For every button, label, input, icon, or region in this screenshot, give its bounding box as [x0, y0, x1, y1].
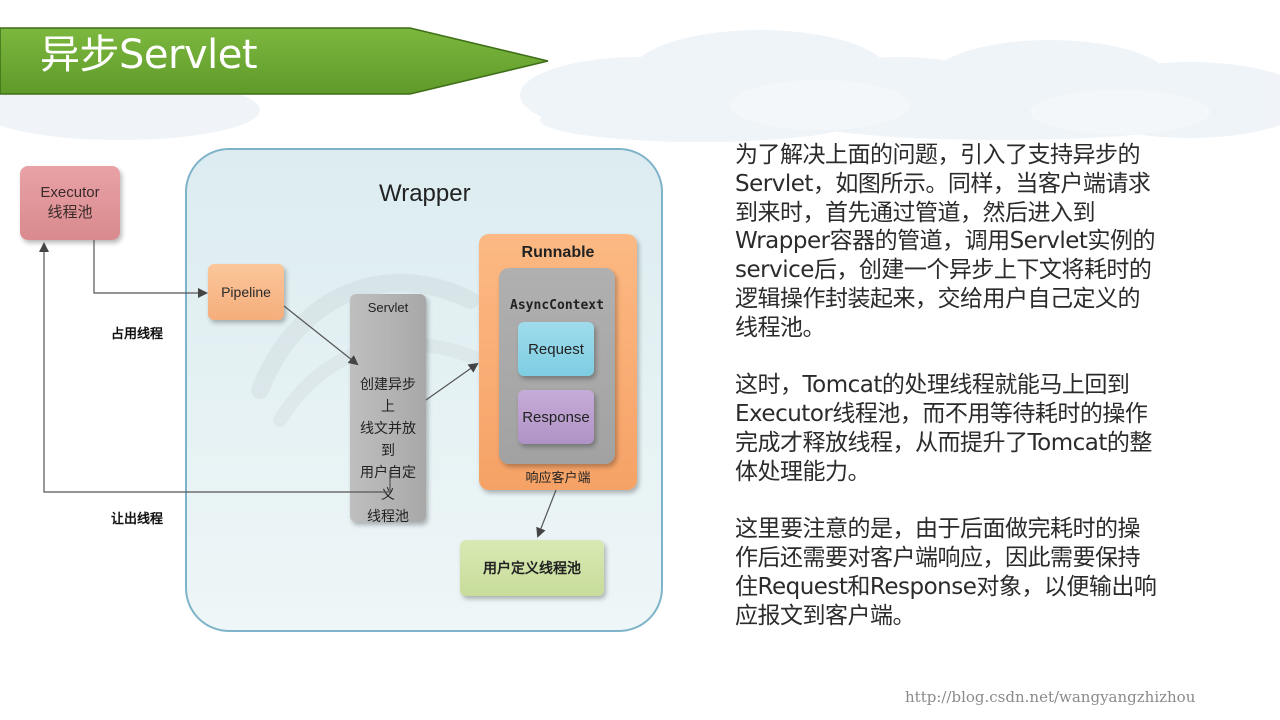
arrow-executor-to-pipeline — [93, 240, 208, 298]
blog-watermark: http://blog.csdn.net/wangyangzhizhou — [905, 688, 1196, 706]
occupy-thread-label: 占用线程 — [111, 327, 164, 342]
user-threadpool-box: 用户定义线程池 — [460, 540, 604, 596]
servlet-description: 创建异步上 线文并放到 用户自定义 线程池 — [360, 376, 416, 524]
description-paragraph-2: 这时，Tomcat的处理线程就能马上回到 Executor线程池，而不用等待耗时… — [735, 372, 1152, 485]
page-title: 异步Servlet — [40, 32, 258, 78]
arrow-servlet-to-runnable — [425, 362, 479, 401]
description-paragraph-3: 这里要注意的是，由于后面做完耗时的操 作后还需要对客户端响应，因此需要保持 住R… — [735, 516, 1157, 629]
release-thread-label: 让出线程 — [111, 512, 164, 527]
executor-threadpool-box: Executor 线程池 — [20, 166, 120, 240]
executor-sublabel: 线程池 — [47, 204, 93, 221]
servlet-box: Servlet 创建异步上 线文并放到 用户自定义 线程池 — [350, 294, 426, 524]
servlet-title: Servlet — [367, 300, 409, 315]
request-label: Request — [528, 340, 584, 358]
pipeline-box: Pipeline — [208, 264, 284, 320]
title-banner — [0, 26, 560, 96]
response-label: Response — [522, 408, 590, 426]
executor-label: Executor — [40, 184, 100, 201]
async-context-title: AsyncContext — [510, 298, 604, 313]
description-paragraph-1: 为了解决上面的问题，引入了支持异步的 Servlet，如图所示。同样，当客户端请… — [735, 142, 1155, 341]
arrow-runnable-to-userpool — [536, 489, 557, 538]
arrow-servlet-to-executor — [39, 242, 391, 493]
request-box: Request — [518, 322, 594, 376]
runnable-title: Runnable — [521, 244, 595, 261]
user-threadpool-label: 用户定义线程池 — [483, 560, 581, 576]
arrow-pipeline-to-servlet — [283, 305, 359, 366]
wrapper-label: Wrapper — [379, 180, 471, 207]
response-box: Response — [518, 390, 594, 444]
pipeline-label: Pipeline — [221, 284, 271, 300]
banner-arrow-shape — [0, 27, 549, 95]
description-text: 为了解决上面的问题，引入了支持异步的 Servlet，如图所示。同样，当客户端请… — [735, 141, 1195, 659]
respond-client-label: 响应客户端 — [525, 470, 591, 485]
